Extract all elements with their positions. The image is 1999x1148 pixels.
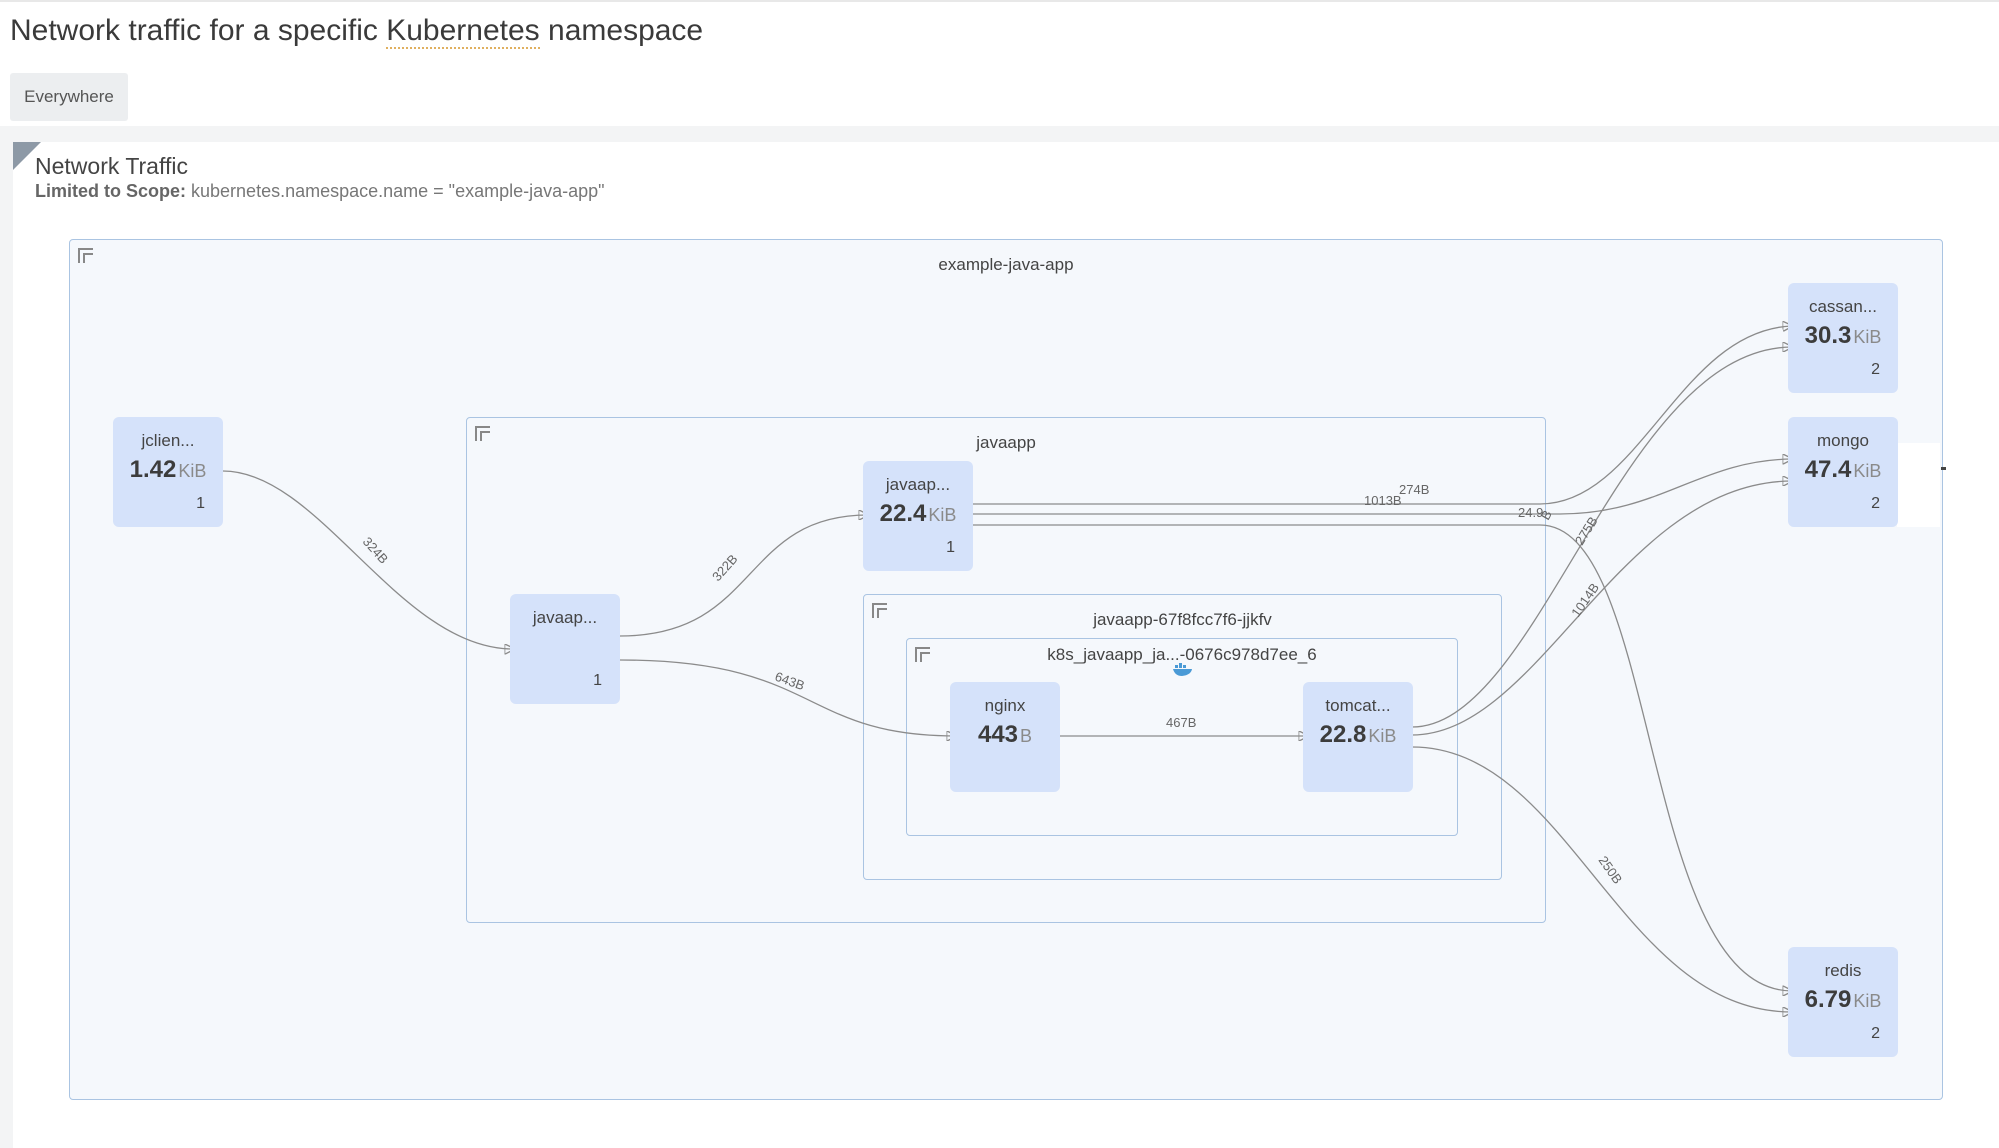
docker-icon (1173, 663, 1192, 676)
node-value-number: 6.79 (1804, 986, 1852, 1013)
top-divider (0, 0, 1999, 2)
node-javaapp-lower[interactable]: javaap... 1 (510, 594, 620, 704)
panel-corner-marker (13, 142, 41, 170)
node-value-unit: KiB (1853, 327, 1882, 347)
panel-separator (0, 126, 1999, 142)
edge-javaapp-javaapp[interactable] (619, 515, 868, 637)
node-count: 2 (1871, 1025, 1880, 1042)
node-value-number: 443 (977, 721, 1019, 748)
edge-tomcat-cassandra[interactable] (1411, 347, 1792, 728)
page-title-prefix: Network traffic for a specific (10, 14, 387, 47)
node-name: tomcat... (1325, 696, 1391, 715)
edge-label: 322B (709, 551, 740, 584)
edge-offscreen-marker (1941, 467, 1946, 470)
collapse-icon[interactable] (475, 426, 490, 441)
scope-label: Limited to Scope: (35, 181, 187, 201)
edge-label: 24.9 (1518, 505, 1543, 520)
node-value-number: 22.8 (1319, 721, 1367, 748)
group-service-label: javaapp (976, 433, 1036, 452)
panel-scope: Limited to Scope: kubernetes.namespace.n… (35, 181, 605, 202)
edge-label: 643B (773, 669, 807, 693)
node-value-unit: KiB (928, 505, 957, 525)
page-title-suffix: namespace (539, 14, 704, 47)
node-name: javaap... (885, 475, 951, 494)
group-pod-label: javaapp-67f8fcc7f6-jjkfv (1093, 610, 1272, 629)
edge-label: 274B (1399, 482, 1429, 497)
edge-javaapp-redis[interactable] (972, 524, 1792, 991)
edge-javaapp-cassandra[interactable] (972, 326, 1792, 505)
node-count: 1 (196, 495, 205, 512)
group-container-label: k8s_javaapp_ja...-0676c978d7ee_6 (1047, 645, 1317, 664)
node-count: 1 (593, 672, 602, 689)
edge-javaapp-nginx[interactable] (619, 659, 956, 736)
node-value-number: 22.4 (879, 500, 927, 527)
node-count: 1 (946, 539, 955, 556)
node-value-unit: KiB (178, 461, 207, 481)
edge-label: 467B (1166, 715, 1196, 730)
scope-button[interactable]: Everywhere (10, 73, 128, 121)
edge-label: 250B (1596, 853, 1626, 886)
collapse-icon[interactable] (872, 603, 887, 618)
node-value-number: 1.42 (129, 456, 177, 483)
page-title: Network traffic for a specific Kubernete… (10, 14, 704, 49)
edge-occluder (1897, 443, 1940, 527)
collapse-icon[interactable] (915, 647, 930, 662)
page-title-term[interactable]: Kubernetes (386, 14, 540, 49)
panel-left-gutter (0, 142, 13, 1148)
group-namespace-label: example-java-app (938, 255, 1074, 274)
edge-javaapp-mongo[interactable] (972, 459, 1792, 515)
node-value (510, 633, 620, 661)
edge-label: 324B (360, 534, 391, 567)
edge-tomcat-mongo[interactable] (1411, 481, 1792, 736)
node-name: nginx (984, 696, 1026, 715)
edge-jclient-javaapp[interactable] (222, 470, 514, 649)
collapse-icon[interactable] (78, 248, 93, 263)
node-value-unit: B (1020, 726, 1033, 746)
node-count: 2 (1871, 361, 1880, 378)
node-value-number: 30.3 (1804, 322, 1852, 349)
node-name: mongo (1817, 431, 1869, 450)
node-value-unit: KiB (1853, 461, 1882, 481)
scope-value: kubernetes.namespace.name = "example-jav… (186, 181, 605, 201)
node-value-unit: KiB (1368, 726, 1397, 746)
node-name: cassan... (1808, 297, 1878, 316)
node-name: redis (1824, 961, 1862, 980)
node-count: 2 (1871, 495, 1880, 512)
node-name: javaap... (532, 608, 598, 627)
edge-label: B (1538, 507, 1555, 522)
node-value-unit: KiB (1853, 991, 1882, 1011)
panel-title: Network Traffic (35, 153, 188, 179)
edge-label: 1014B (1568, 580, 1602, 619)
node-value-number: 47.4 (1804, 456, 1852, 483)
edge-label: 1013B (1364, 493, 1402, 508)
edge-tomcat-redis[interactable] (1411, 746, 1792, 1012)
node-name: jclien... (141, 431, 195, 450)
